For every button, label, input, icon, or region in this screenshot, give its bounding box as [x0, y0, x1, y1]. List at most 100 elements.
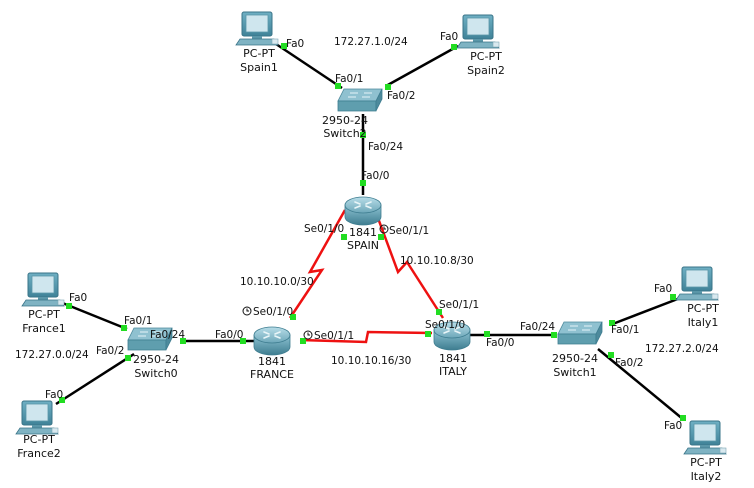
port-label: Fa0 — [45, 389, 63, 401]
router-icon — [344, 196, 382, 226]
device-switch2[interactable]: 2950-24 Switch2 — [322, 88, 383, 140]
port-label: Fa0/24 — [520, 321, 555, 333]
port-light — [484, 331, 490, 337]
port-label: Fa0 — [440, 31, 458, 43]
router-icon — [253, 326, 291, 356]
device-type: PC-PT — [470, 50, 502, 63]
port-indicators — [59, 43, 686, 421]
port-label: Se0/1/1 — [314, 330, 354, 342]
link-serial-spain-france[interactable] — [288, 209, 347, 319]
port-label: Fa0/1 — [124, 315, 152, 327]
port-light — [59, 397, 65, 403]
port-light — [608, 352, 614, 358]
port-label: Fa0 — [286, 38, 304, 50]
device-france-router[interactable]: 1841 FRANCE — [250, 326, 294, 381]
network-label-france-lan: 172.27.0.0/24 — [15, 349, 89, 361]
port-label: Fa0/24 — [368, 141, 403, 153]
port-label: Fa0 — [654, 283, 672, 295]
device-type: PC-PT — [243, 47, 275, 60]
port-light — [378, 234, 384, 240]
device-name: Spain2 — [467, 64, 505, 77]
port-light — [360, 180, 366, 186]
port-light — [66, 303, 72, 309]
device-name: Spain1 — [240, 61, 278, 74]
pc-icon — [15, 400, 59, 435]
port-light — [385, 84, 391, 90]
device-spain1[interactable]: PC-PT Spain1 — [235, 11, 279, 74]
port-light — [451, 44, 457, 50]
device-name: ITALY — [439, 365, 467, 378]
network-label-france-italy-wan: 10.10.10.16/30 — [331, 355, 411, 367]
switch-icon — [337, 88, 383, 112]
port-label: Se0/1/0 — [253, 306, 293, 318]
link-switch1-italy2[interactable] — [597, 348, 685, 421]
clock-icon — [303, 330, 313, 340]
pc-icon — [235, 11, 279, 46]
port-light — [609, 320, 615, 326]
port-label: Fa0 — [664, 420, 682, 432]
port-light — [425, 331, 431, 337]
switch-icon — [557, 321, 603, 345]
device-italy-router[interactable]: 1841 ITALY — [433, 321, 471, 378]
pc-icon — [683, 420, 727, 455]
device-type: PC-PT — [687, 302, 719, 315]
network-label-france-spain-wan: 10.10.10.0/30 — [240, 276, 314, 288]
port-label: Fa0/0 — [486, 337, 514, 349]
device-name: France2 — [17, 447, 61, 460]
network-label-spain-italy-wan: 10.10.10.8/30 — [400, 255, 474, 267]
port-light — [125, 355, 131, 361]
port-light — [180, 338, 186, 344]
device-type: PC-PT — [23, 433, 55, 446]
device-spain-router[interactable]: 1841 SPAIN — [344, 196, 382, 252]
port-label: Fa0/1 — [611, 324, 639, 336]
port-light — [670, 294, 676, 300]
port-label: Se0/1/1 — [389, 225, 429, 237]
network-labels: 172.27.1.0/24 172.27.0.0/24 172.27.2.0/2… — [15, 36, 719, 367]
pc-icon — [675, 266, 719, 301]
link-spain2-switch2[interactable] — [385, 44, 459, 88]
port-label: Fa0/24 — [150, 329, 185, 341]
device-name: FRANCE — [250, 368, 294, 381]
device-switch0[interactable]: 2950-24 Switch0 — [127, 327, 179, 380]
device-type: 1841 — [258, 355, 286, 368]
device-switch1[interactable]: 2950-24 Switch1 — [552, 321, 603, 379]
port-light — [680, 415, 686, 421]
device-type: PC-PT — [690, 456, 722, 469]
device-italy2[interactable]: PC-PT Italy2 — [683, 420, 727, 483]
port-light — [240, 338, 246, 344]
port-light — [290, 314, 296, 320]
clock-icon — [242, 306, 252, 316]
device-type: 2950-24 — [552, 352, 598, 365]
device-france2[interactable]: PC-PT France2 — [15, 400, 61, 460]
port-light — [300, 338, 306, 344]
port-light — [436, 309, 442, 315]
link-france2-switch0[interactable] — [55, 352, 135, 406]
port-label: Fa0 — [69, 292, 87, 304]
device-spain2[interactable]: PC-PT Spain2 — [456, 14, 505, 77]
device-italy1[interactable]: PC-PT Italy1 — [675, 266, 719, 329]
port-label: Fa0/0 — [361, 170, 389, 182]
pc-icon — [456, 14, 500, 49]
link-spain1-switch2[interactable] — [269, 38, 343, 90]
device-name: France1 — [22, 322, 66, 335]
port-label: Fa0/2 — [387, 90, 415, 102]
port-label: Se0/1/0 — [425, 319, 465, 331]
port-light — [360, 132, 366, 138]
network-label-italy-lan: 172.27.2.0/24 — [645, 343, 719, 355]
device-france1[interactable]: PC-PT France1 — [21, 272, 66, 335]
device-name: Switch0 — [134, 367, 177, 380]
port-label: Fa0/2 — [615, 357, 643, 369]
device-type: 1841 — [439, 352, 467, 365]
links — [55, 38, 689, 421]
port-label: Fa0/2 — [96, 345, 124, 357]
port-label: Fa0/1 — [335, 73, 363, 85]
device-name: SPAIN — [347, 239, 379, 252]
port-light — [341, 234, 347, 240]
link-serial-spain-italy[interactable] — [373, 209, 445, 319]
link-serial-france-italy[interactable] — [299, 330, 433, 344]
device-type: 1841 — [349, 226, 377, 239]
port-labels: Fa0 Fa0/1 Fa0 Fa0/2 Fa0/24 Fa0/0 Se0/1/0… — [45, 31, 682, 432]
device-type: PC-PT — [28, 308, 60, 321]
port-label: Se0/1/0 — [304, 223, 344, 235]
